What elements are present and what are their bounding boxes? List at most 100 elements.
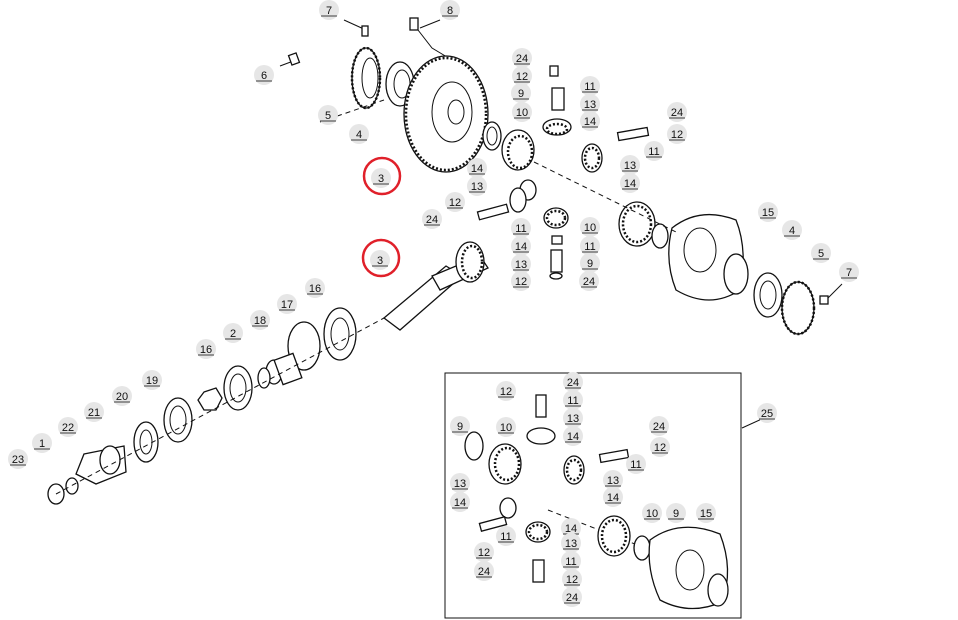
callout-number: 24 bbox=[426, 214, 438, 226]
callout-24: 24 bbox=[512, 48, 532, 68]
callout-bubble bbox=[58, 417, 78, 437]
callout-bubble bbox=[474, 542, 494, 562]
callout-bubble bbox=[450, 416, 470, 436]
callout-13: 13 bbox=[450, 473, 470, 493]
callout-12: 12 bbox=[650, 437, 670, 457]
callout-13: 13 bbox=[511, 254, 531, 274]
callout-bubble bbox=[563, 390, 583, 410]
callout-number: 10 bbox=[646, 508, 658, 520]
callout-number: 19 bbox=[146, 375, 158, 387]
callout-bubble bbox=[603, 470, 623, 490]
callout-18: 18 bbox=[250, 310, 270, 330]
callout-number: 14 bbox=[565, 523, 577, 535]
callout-12: 12 bbox=[445, 192, 465, 212]
callout-number: 24 bbox=[653, 421, 665, 433]
callout-number: 11 bbox=[515, 223, 526, 235]
callout-11: 11 bbox=[580, 76, 600, 96]
callout-number: 11 bbox=[565, 556, 576, 568]
callout-9: 9 bbox=[450, 416, 470, 436]
callout-bubble bbox=[580, 253, 600, 273]
callout-bubble bbox=[811, 243, 831, 263]
callout-bubble bbox=[562, 587, 582, 607]
callout-bubble bbox=[757, 403, 777, 423]
callout-14: 14 bbox=[450, 492, 470, 512]
callout-bubble bbox=[650, 437, 670, 457]
callout-bubble bbox=[620, 155, 640, 175]
callout-bubble bbox=[8, 449, 28, 469]
callout-number: 12 bbox=[516, 71, 528, 83]
callout-4: 4 bbox=[349, 124, 369, 144]
callout-number: 12 bbox=[566, 574, 578, 586]
callout-bubble bbox=[511, 271, 531, 291]
callout-11: 11 bbox=[561, 551, 581, 571]
callout-number: 9 bbox=[587, 258, 593, 270]
callout-bubble bbox=[450, 492, 470, 512]
callout-number: 11 bbox=[500, 531, 511, 543]
callout-bubble bbox=[644, 141, 664, 161]
callout-number: 15 bbox=[700, 508, 712, 520]
callout-bubble bbox=[579, 271, 599, 291]
callout-bubble bbox=[667, 124, 687, 144]
callout-number: 10 bbox=[500, 422, 512, 434]
callout-7: 7 bbox=[319, 0, 339, 20]
callout-bubble bbox=[620, 173, 640, 193]
callout-number: 20 bbox=[116, 391, 128, 403]
callout-number: 5 bbox=[818, 248, 824, 260]
callout-number: 11 bbox=[567, 395, 578, 407]
callout-number: 17 bbox=[281, 299, 293, 311]
highlight-circle bbox=[361, 238, 401, 278]
callout-number: 14 bbox=[567, 431, 579, 443]
callout-bubble bbox=[839, 262, 859, 282]
highlight-circle bbox=[362, 156, 402, 196]
callout-2: 2 bbox=[223, 323, 243, 343]
callout-bubble bbox=[305, 278, 325, 298]
callout-15: 15 bbox=[758, 202, 778, 222]
callout-14: 14 bbox=[563, 426, 583, 446]
callout-number: 12 bbox=[500, 386, 512, 398]
callout-number: 13 bbox=[567, 413, 579, 425]
callout-bubble bbox=[474, 561, 494, 581]
callout-number: 2 bbox=[230, 328, 236, 340]
callout-bubble bbox=[511, 236, 531, 256]
callout-12: 12 bbox=[511, 271, 531, 291]
callout-bubble bbox=[580, 236, 600, 256]
callout-bubble bbox=[563, 408, 583, 428]
callout-13: 13 bbox=[563, 408, 583, 428]
callout-12: 12 bbox=[496, 381, 516, 401]
parts-drawing bbox=[47, 17, 843, 619]
callout-bubble bbox=[626, 454, 646, 474]
callout-bubble bbox=[511, 83, 531, 103]
callout-number: 14 bbox=[454, 497, 466, 509]
callout-14: 14 bbox=[467, 158, 487, 178]
callout-12: 12 bbox=[474, 542, 494, 562]
callout-number: 11 bbox=[630, 459, 641, 471]
callout-bubble bbox=[580, 76, 600, 96]
callout-bubble bbox=[696, 503, 716, 523]
callout-number: 24 bbox=[567, 377, 579, 389]
callout-number: 1 bbox=[39, 438, 45, 450]
callout-bubble bbox=[371, 168, 391, 188]
callout-bubble bbox=[649, 416, 669, 436]
callout-23: 23 bbox=[8, 449, 28, 469]
callout-25: 25 bbox=[757, 403, 777, 423]
callout-number: 24 bbox=[671, 107, 683, 119]
callout-bubble bbox=[467, 176, 487, 196]
callout-bubble bbox=[496, 381, 516, 401]
callout-14: 14 bbox=[580, 111, 600, 131]
callout-bubble bbox=[142, 370, 162, 390]
callout-bubble bbox=[758, 202, 778, 222]
callout-number: 24 bbox=[516, 53, 528, 65]
callout-bubble bbox=[782, 220, 802, 240]
callout-bubble bbox=[511, 218, 531, 238]
callout-6: 6 bbox=[254, 65, 274, 85]
callout-number: 13 bbox=[454, 478, 466, 490]
callout-number: 21 bbox=[88, 407, 100, 419]
callout-bubble bbox=[580, 111, 600, 131]
callout-number: 5 bbox=[325, 110, 331, 122]
callout-bubble bbox=[318, 105, 338, 125]
callout-16: 16 bbox=[305, 278, 325, 298]
callout-number: 7 bbox=[846, 267, 852, 279]
callout-bubble bbox=[667, 102, 687, 122]
